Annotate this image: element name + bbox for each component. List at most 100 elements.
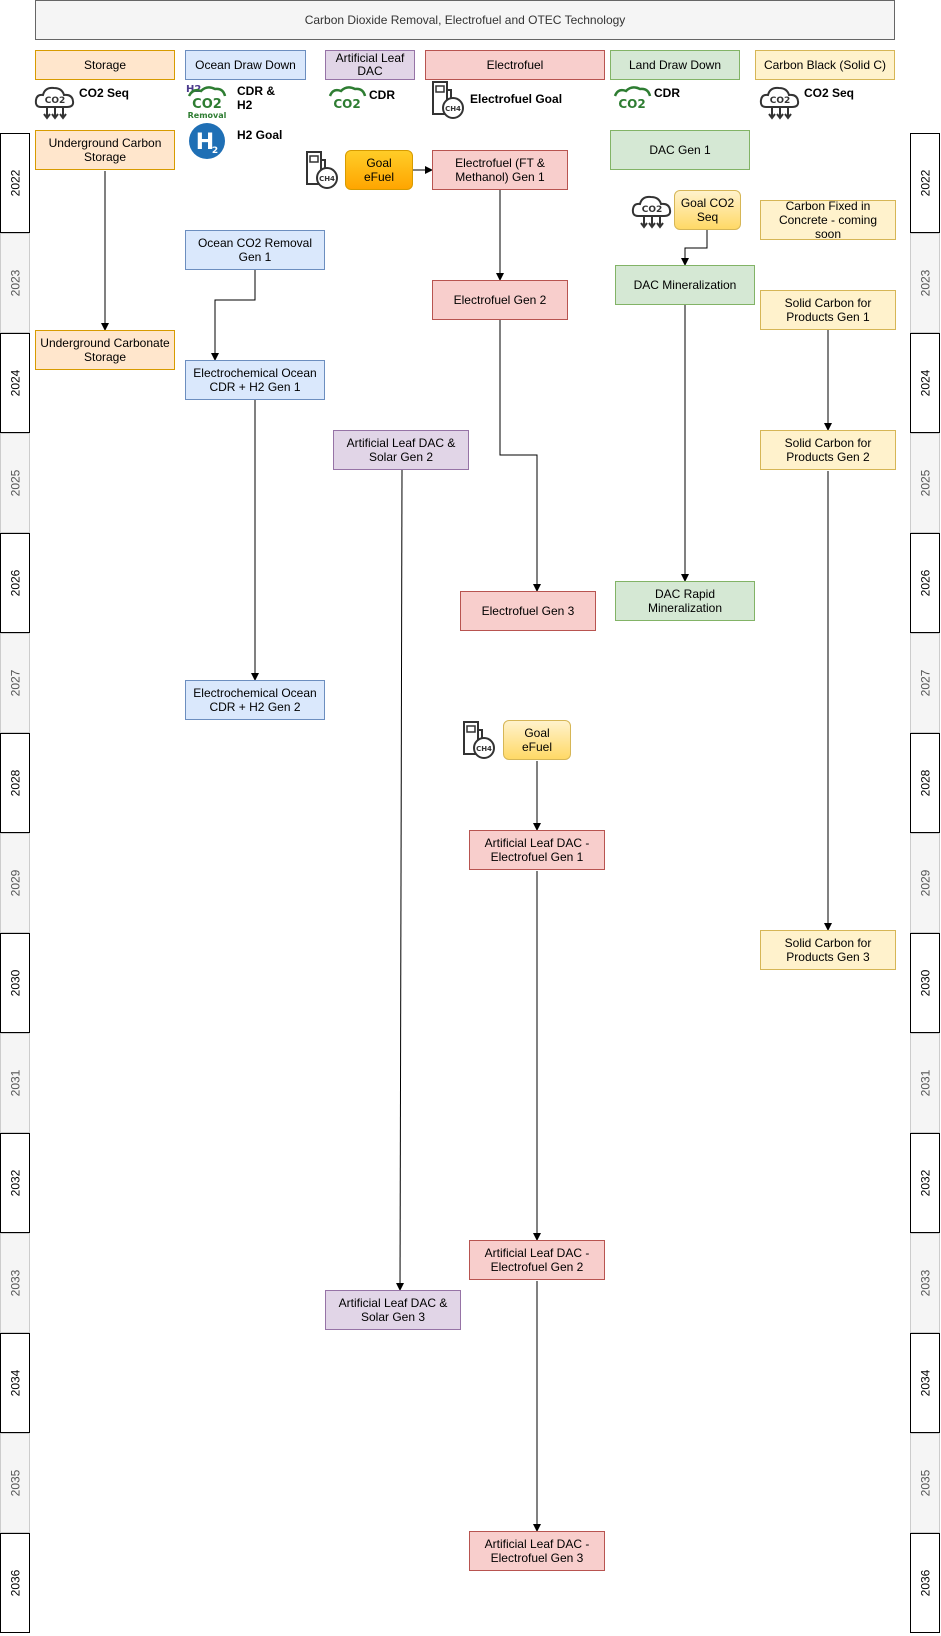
land-co2-cdr-icon: CO2	[613, 86, 652, 111]
year-label: 2025	[917, 469, 932, 497]
node-goal-efuel-2[interactable]: Goal eFuel	[503, 720, 571, 760]
year-label: 2028	[917, 769, 932, 797]
node-solid-carbon-gen2[interactable]: Solid Carbon for Products Gen 2	[760, 430, 896, 470]
year-label: 2036	[917, 1569, 932, 1597]
node-leaf-solar-gen3[interactable]: Artificial Leaf DAC & Solar Gen 3	[325, 1290, 461, 1330]
node-ocean-co2-removal-gen1[interactable]: Ocean CO2 Removal Gen 1	[185, 230, 325, 270]
year-label: 2022	[917, 169, 932, 197]
node-electrofuel-gen3[interactable]: Electrofuel Gen 3	[460, 591, 596, 631]
node-goal-co2-seq[interactable]: Goal CO2 Seq	[674, 190, 741, 230]
year-cell: 2036	[910, 1533, 940, 1633]
year-cell: 2034	[0, 1333, 30, 1433]
year-label: 2033	[917, 1269, 932, 1297]
co2-cdr-icon: CO2	[328, 86, 367, 111]
year-label: 2024	[7, 369, 22, 397]
svg-text:CO2: CO2	[642, 205, 663, 215]
svg-text:CH4: CH4	[319, 175, 335, 183]
lane-header-electrofuel: Electrofuel	[425, 50, 605, 80]
year-cell: 2026	[0, 533, 30, 633]
year-label: 2029	[7, 869, 22, 897]
year-cell: 2032	[0, 1133, 30, 1233]
lane-header-ocean-draw-down: Ocean Draw Down	[185, 50, 306, 80]
year-cell: 2025	[910, 433, 940, 533]
year-cell: 2029	[910, 833, 940, 933]
year-cell: 2028	[0, 733, 30, 833]
fuel-pump-ch4-icon: CH4	[432, 81, 464, 119]
edge-ocean-gen1-to-echem-gen1	[211, 270, 256, 361]
node-electrofuel-gen2[interactable]: Electrofuel Gen 2	[432, 280, 568, 320]
year-cell: 2023	[910, 233, 940, 333]
node-echem-ocean-gen2[interactable]: Electrochemical Ocean CDR + H2 Gen 2	[185, 680, 325, 720]
year-cell: 2029	[0, 833, 30, 933]
year-label: 2032	[917, 1169, 932, 1197]
year-cell: 2025	[0, 433, 30, 533]
node-underground-carbonate-storage[interactable]: Underground Carbonate Storage	[35, 330, 175, 370]
year-label: 2035	[917, 1469, 932, 1497]
node-goal-efuel-1[interactable]: Goal eFuel	[345, 150, 413, 190]
ocean-cdr-h2-label: CDR & H2	[237, 84, 275, 112]
svg-text:2: 2	[212, 146, 218, 156]
year-cell: 2022	[910, 133, 940, 233]
year-label: 2033	[7, 1269, 22, 1297]
year-label: 2030	[917, 969, 932, 997]
node-dac-rapid-mineralization[interactable]: DAC Rapid Mineralization	[615, 581, 755, 621]
h2-circle-icon: H 2	[189, 123, 225, 159]
year-cell: 2028	[910, 733, 940, 833]
node-leaf-electrofuel-gen2[interactable]: Artificial Leaf DAC - Electrofuel Gen 2	[469, 1240, 605, 1280]
year-cell: 2033	[0, 1233, 30, 1333]
year-cell: 2024	[910, 333, 940, 433]
node-underground-carbon-storage[interactable]: Underground Carbon Storage	[35, 130, 175, 170]
svg-text:CO2: CO2	[618, 97, 645, 111]
co2-removal-h2-icon: H2 CO2 Removal	[186, 84, 227, 120]
year-label: 2022	[7, 169, 22, 197]
year-label: 2026	[7, 569, 22, 597]
co2-text: CO2	[192, 97, 222, 112]
node-carbon-fixed-concrete[interactable]: Carbon Fixed in Concrete - coming soon	[760, 199, 896, 241]
year-cell: 2030	[0, 933, 30, 1033]
svg-text:CO2: CO2	[333, 97, 360, 111]
year-label: 2036	[7, 1569, 22, 1597]
year-cell: 2026	[910, 533, 940, 633]
year-cell: 2023	[0, 233, 30, 333]
node-leaf-electrofuel-gen1[interactable]: Artificial Leaf DAC - Electrofuel Gen 1	[469, 830, 605, 870]
svg-text:CO2: CO2	[770, 96, 791, 106]
node-dac-mineralization[interactable]: DAC Mineralization	[615, 265, 755, 305]
goal-efuel-2-pump-icon: CH4	[463, 721, 495, 759]
year-cell: 2034	[910, 1333, 940, 1433]
year-cell: 2031	[910, 1033, 940, 1133]
co2-cloud-text: CO2	[45, 96, 66, 106]
year-label: 2027	[917, 669, 932, 697]
year-label: 2023	[7, 269, 22, 297]
node-leaf-electrofuel-gen3[interactable]: Artificial Leaf DAC - Electrofuel Gen 3	[469, 1531, 605, 1571]
node-electrofuel-gen1[interactable]: Electrofuel (FT & Methanol) Gen 1	[432, 150, 568, 190]
year-cell: 2033	[910, 1233, 940, 1333]
node-dac-gen1[interactable]: DAC Gen 1	[610, 130, 750, 170]
edge-efuel-gen2-to-gen3	[499, 320, 541, 592]
storage-co2-seq-label: CO2 Seq	[79, 86, 130, 100]
goal-co2-seq-cloud-icon: CO2	[631, 195, 672, 229]
lane-header-artificial-leaf-dac: Artificial Leaf DAC	[325, 50, 415, 80]
year-cell: 2030	[910, 933, 940, 1033]
edge-goal-co2-seq-to-dac-mineralization	[681, 230, 708, 266]
year-label: 2027	[7, 669, 22, 697]
year-label: 2024	[917, 369, 932, 397]
year-cell: 2035	[910, 1433, 940, 1533]
node-solid-carbon-gen1[interactable]: Solid Carbon for Products Gen 1	[760, 290, 896, 330]
year-cell: 2032	[910, 1133, 940, 1233]
svg-text:H: H	[196, 130, 214, 155]
svg-text:CH4: CH4	[445, 105, 461, 113]
node-echem-ocean-gen1[interactable]: Electrochemical Ocean CDR + H2 Gen 1	[185, 360, 325, 400]
carbon-co2-seq-label: CO2 Seq	[804, 86, 855, 100]
year-cell: 2031	[0, 1033, 30, 1133]
lane-header-land-draw-down: Land Draw Down	[610, 50, 740, 80]
year-label: 2031	[917, 1069, 932, 1097]
year-cell: 2024	[0, 333, 30, 433]
year-label: 2026	[917, 569, 932, 597]
node-leaf-solar-gen2[interactable]: Artificial Leaf DAC & Solar Gen 2	[333, 430, 469, 470]
electrofuel-goal-label: Electrofuel Goal	[470, 92, 563, 106]
leaf-cdr-label: CDR	[369, 88, 395, 102]
land-cdr-label: CDR	[654, 86, 680, 100]
year-label: 2028	[7, 769, 22, 797]
node-solid-carbon-gen3[interactable]: Solid Carbon for Products Gen 3	[760, 930, 896, 970]
